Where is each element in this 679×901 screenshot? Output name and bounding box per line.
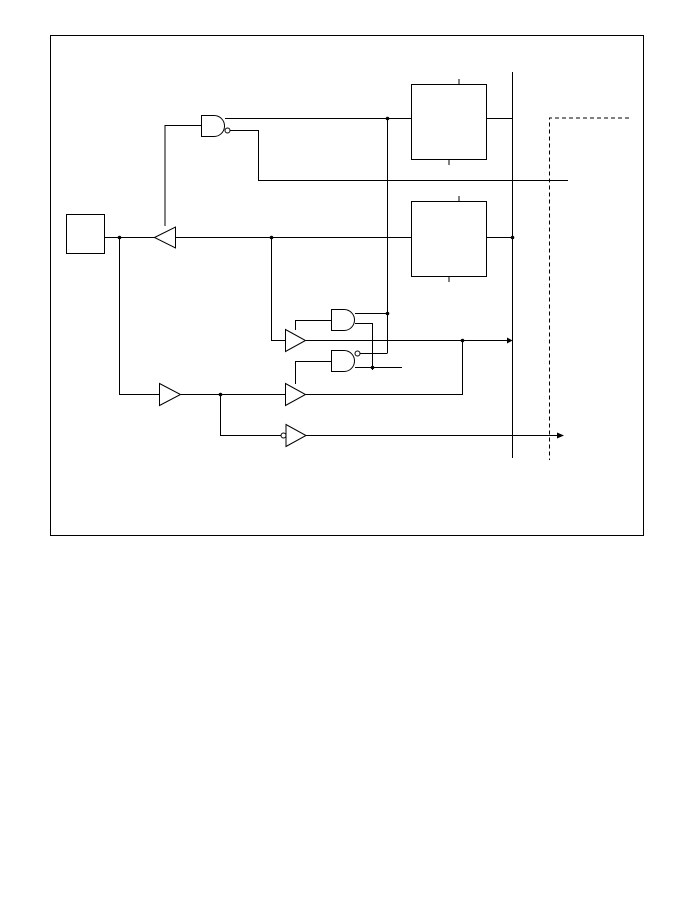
buffer1-arrow — [507, 337, 513, 344]
buffer3-input-bubble — [280, 432, 287, 439]
nand-gate-top-bubble — [224, 127, 231, 134]
buffer2-output-wire — [306, 340, 463, 395]
and-gate-upper — [331, 309, 355, 331]
bus-junction-dot — [510, 235, 515, 240]
output-buffer-1 — [285, 328, 307, 353]
buffer3-arrow — [557, 432, 564, 439]
nand-top-input-wire — [164, 125, 202, 226]
register-block-upper — [411, 84, 487, 160]
junction-dot-nand-lower — [370, 365, 375, 370]
output-buffer-2 — [285, 382, 307, 407]
buffer3-input-wire — [220, 394, 281, 436]
diagram-border — [50, 35, 644, 536]
nand-gate-lower-bubble — [354, 350, 361, 357]
pin-lower-branch-wire — [119, 237, 159, 395]
nand-lower-input-wire — [295, 361, 332, 384]
buffer1-input-wire — [271, 237, 285, 341]
nand-gate-top — [201, 115, 225, 137]
and-upper-input-wire — [295, 320, 332, 330]
output-buffer-3 — [285, 423, 308, 448]
nand-gate-lower — [331, 350, 355, 372]
control-line-wire — [230, 130, 568, 181]
register-block-lower — [411, 201, 487, 277]
input-pin-block — [66, 214, 105, 254]
input-buffer-left — [153, 226, 176, 249]
and-upper-output-wire — [355, 323, 373, 370]
dashed-boundary — [549, 117, 629, 460]
input-buffer-lower — [159, 382, 182, 407]
